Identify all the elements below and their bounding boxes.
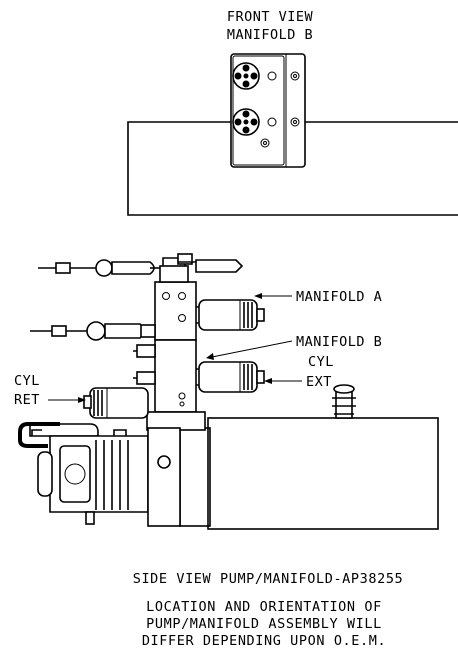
- caption-line4: DIFFER DEPENDING UPON O.E.M.: [142, 633, 386, 649]
- cyl-ret-label-line2: RET: [14, 392, 40, 408]
- manifold-b-block: [154, 339, 197, 413]
- manifold-a-label: MANIFOLD A: [296, 289, 382, 305]
- manifold-a-block: [154, 281, 197, 341]
- mid-hose-fitting: [30, 321, 156, 341]
- solenoid-a: [196, 299, 265, 331]
- return-hose: [18, 422, 60, 448]
- caption-line1: SIDE VIEW PUMP/MANIFOLD-AP38255: [133, 571, 404, 587]
- ret-solenoid: [83, 387, 149, 419]
- manifold-b-front-block: [230, 53, 306, 168]
- manifold-b-label: MANIFOLD B: [296, 334, 382, 350]
- filler-cap-icon: [332, 384, 356, 419]
- caption-line2: LOCATION AND ORIENTATION OF: [146, 599, 382, 615]
- solenoid-b: [196, 361, 265, 393]
- upper-port-icon: [232, 62, 260, 90]
- cyl-ext-label-line1: CYL: [308, 354, 334, 370]
- cyl-ext-label-line2: EXT: [306, 374, 332, 390]
- upper-hose-fitting: [38, 259, 160, 277]
- front-view-title-line2: MANIFOLD B: [227, 27, 313, 43]
- lower-port-icon: [232, 108, 260, 136]
- caption-line3: PUMP/MANIFOLD ASSEMBLY WILL: [146, 616, 382, 632]
- front-view-title-line1: FRONT VIEW: [227, 9, 314, 25]
- front-view-frame: [127, 121, 458, 216]
- side-view: [18, 253, 439, 530]
- upper-connector: [195, 259, 244, 273]
- front-view: FRONT VIEW MANIFOLD B: [127, 9, 458, 216]
- pump-motor: [29, 423, 181, 527]
- cyl-ret-label-line1: CYL: [14, 373, 40, 389]
- reservoir-tank: [207, 417, 439, 530]
